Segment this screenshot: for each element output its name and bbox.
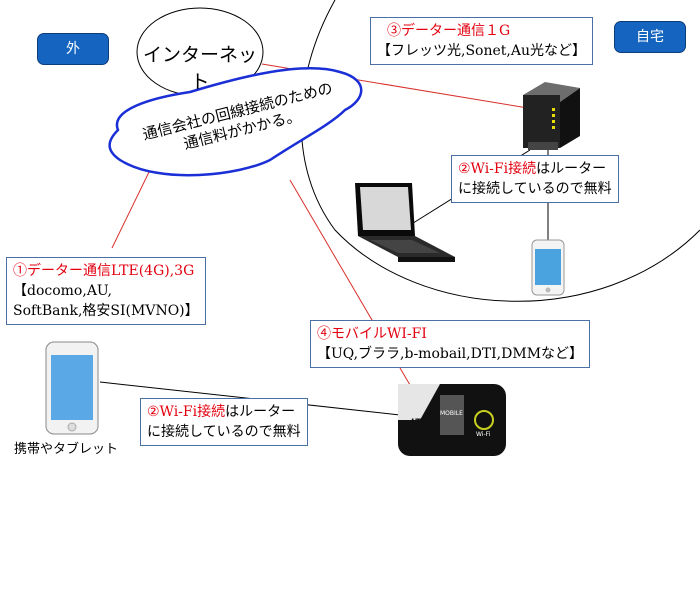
router-lte-label: LTE [411,418,428,428]
laptop-icon [355,183,455,262]
mobile-wifi-title: ④モバイルWI-FI [317,326,427,342]
fixed-line-title: ③データー通信１G [387,23,511,39]
home-wifi-line1: ②Wi-Fi接続はルーター [458,159,612,179]
outside-wifi-box: ②Wi-Fi接続はルーター に接続しているので無料 [140,398,308,446]
home-wifi-red: ②Wi-Fi接続 [458,161,537,177]
home-wifi-line2: に接続しているので無料 [458,181,612,197]
mobile-wifi-providers: 【UQ,ブララ,b-mobail,DTI,DMMなど】 [317,346,584,362]
outside-tag: 外 [38,34,108,64]
outside-wifi-red: ②Wi-Fi接続 [147,404,226,420]
mobile-wifi-router-icon [398,384,506,456]
router-wifi-label: Wi-Fi [476,431,491,438]
line-internet-lte [111,169,151,249]
mobile-phone-icon [45,341,99,435]
outside-wifi-rest: はルーター [225,404,296,420]
mobile-wifi-box: ④モバイルWI-FI 【UQ,ブララ,b-mobail,DTI,DMMなど】 [310,320,591,368]
lte-line2: 【docomo,AU, [13,283,112,299]
router-mobile-label: MOBILE [440,410,463,417]
home-wifi-rest: はルーター [536,161,607,177]
lte-box: ①データー通信LTE(4G),3G 【docomo,AU, SoftBank,格… [6,257,206,325]
phone-caption: 携帯やタブレット [14,442,119,457]
fixed-line-box: ③データー通信１G 【フレッツ光,Sonet,Au光など】 [370,17,593,65]
outside-wifi-line2: に接続しているので無料 [147,424,301,440]
home-wifi-box: ②Wi-Fi接続はルーター に接続しているので無料 [451,155,619,203]
home-tag: 自宅 [615,22,685,52]
fixed-line-providers: 【フレッツ光,Sonet,Au光など】 [377,43,586,59]
outside-wifi-line1: ②Wi-Fi接続はルーター [147,402,301,422]
lte-line3: SoftBank,格安SI(MVNO)】 [13,303,199,319]
home-router-icon [523,82,580,150]
internet-label: インターネット [142,44,257,93]
cost-note-cloud [108,67,363,177]
lte-title: ①データー通信LTE(4G),3G [13,263,195,279]
home-phone-icon [531,239,565,296]
